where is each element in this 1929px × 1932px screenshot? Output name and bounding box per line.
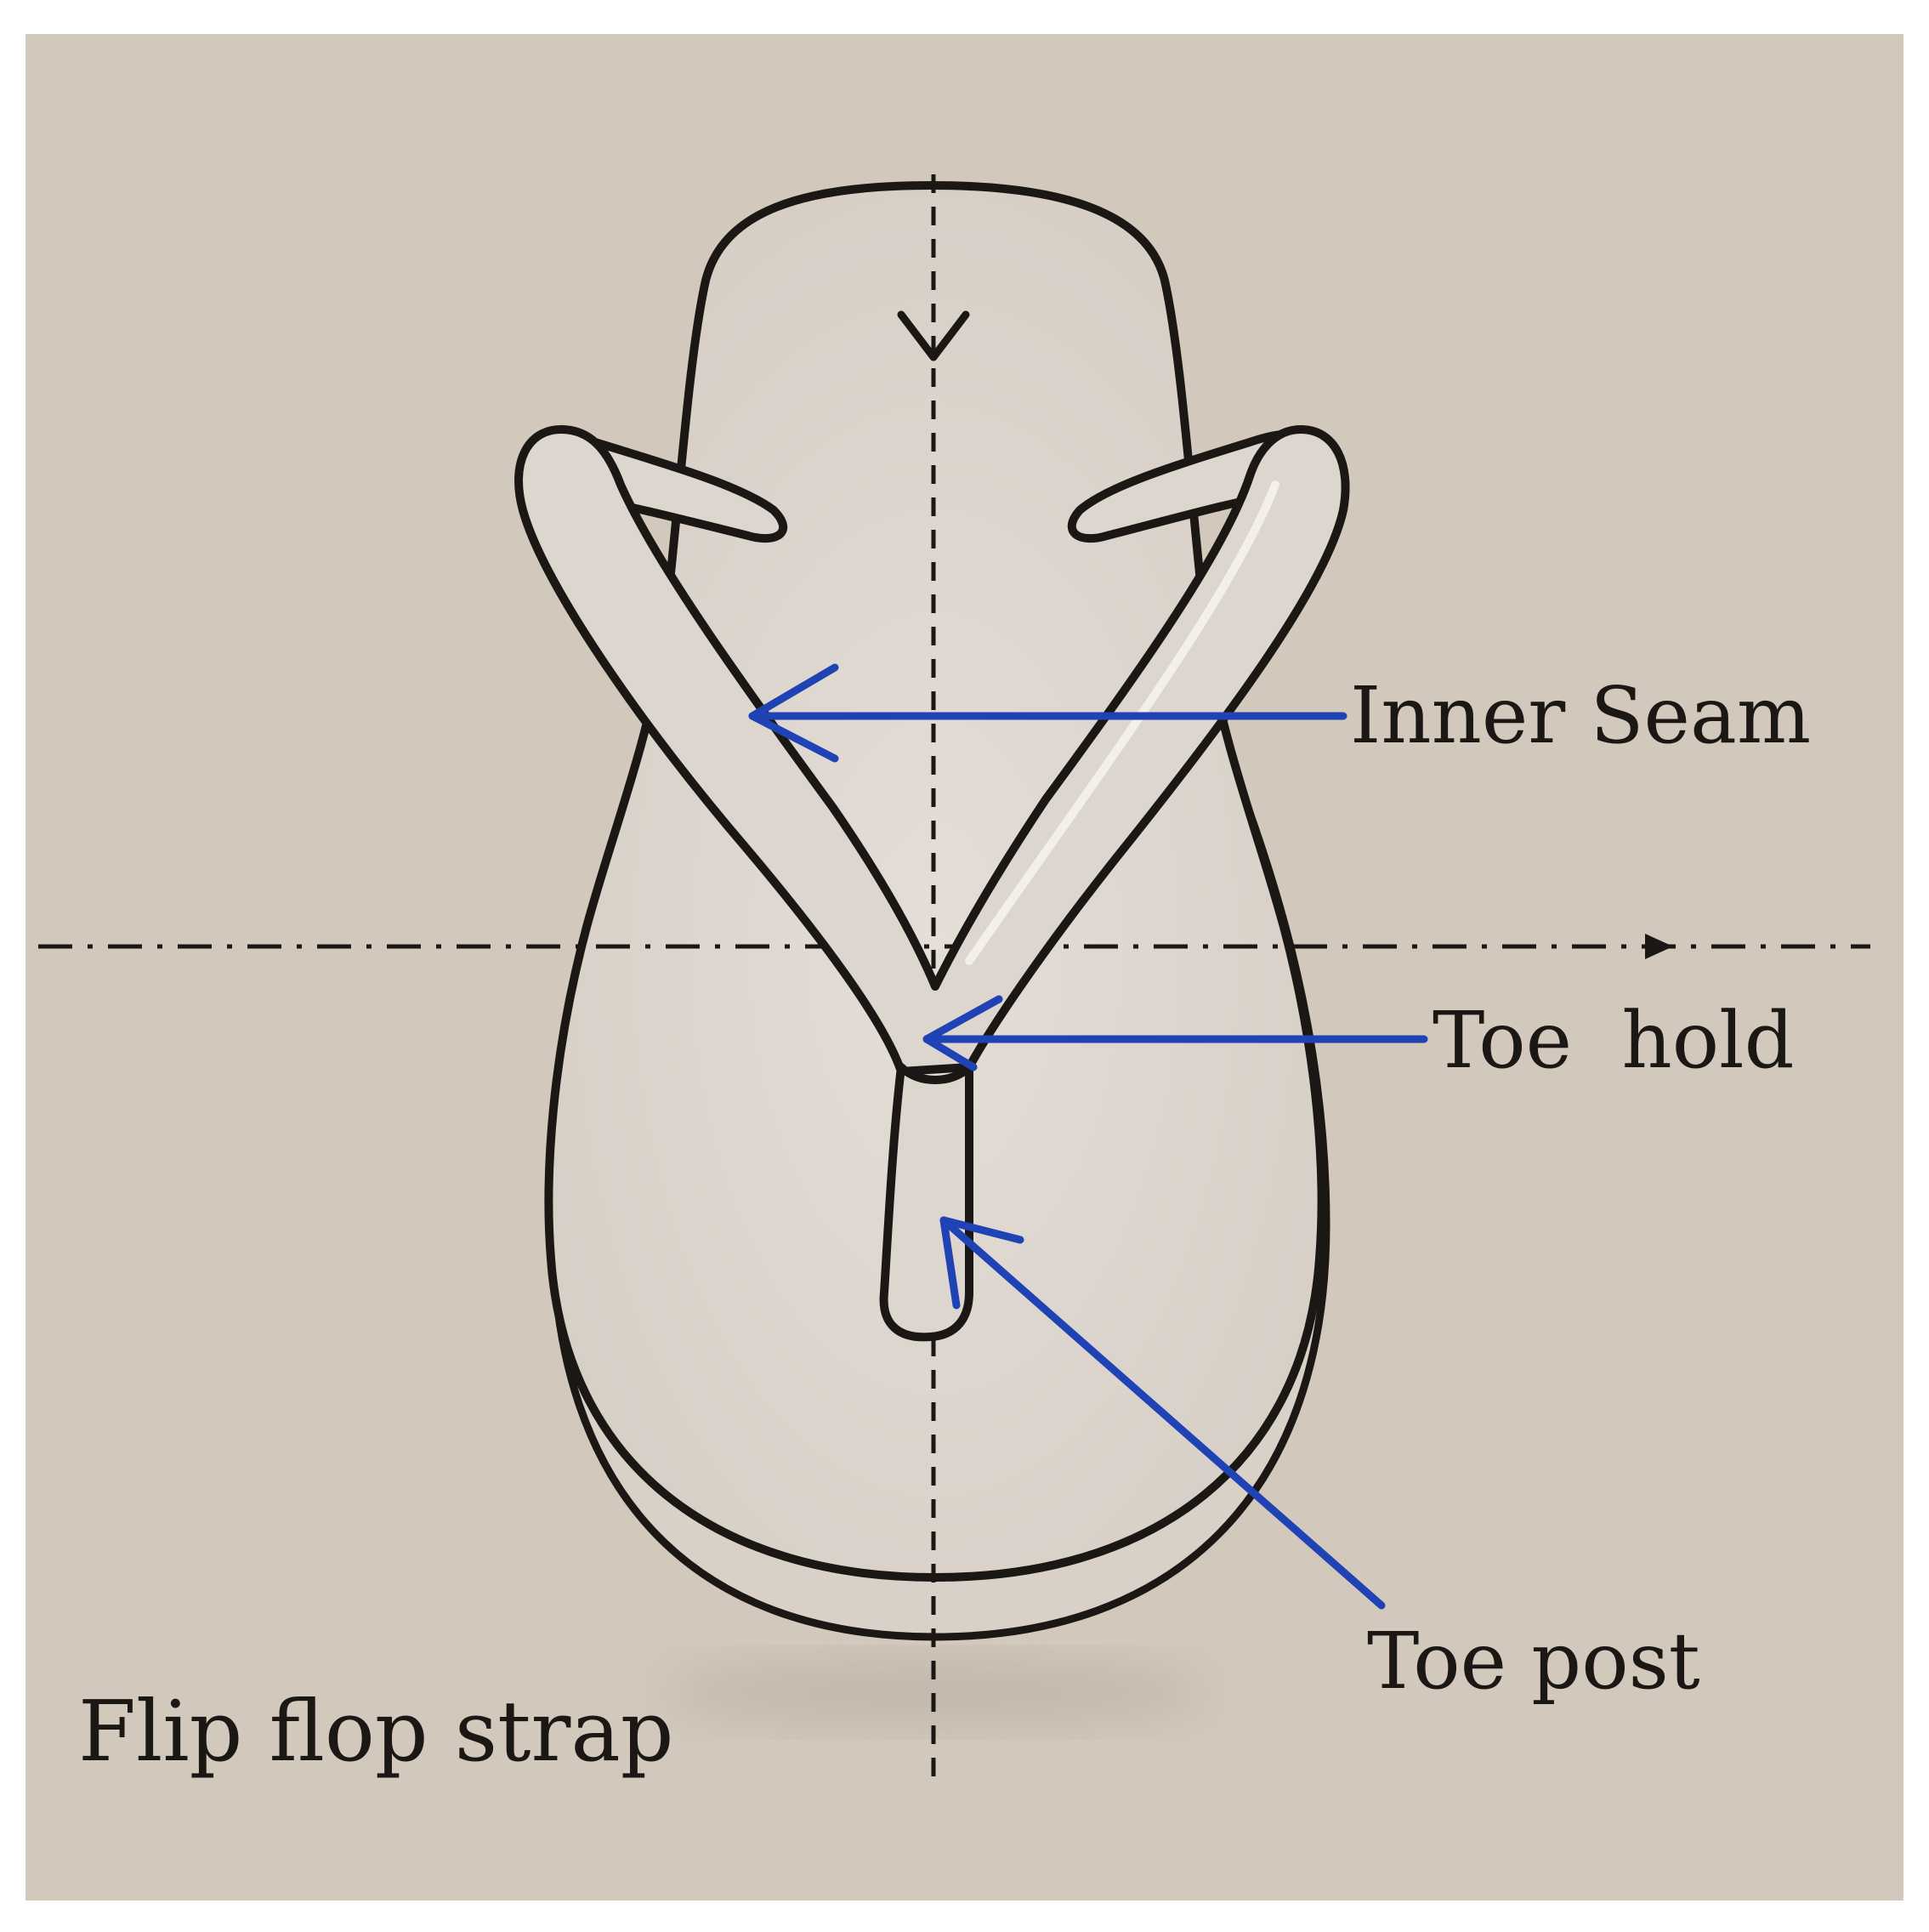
horizontal-axis-arrowhead	[1645, 934, 1673, 959]
inner-seam-label: Inner Seam	[1350, 670, 1811, 761]
toe-post-label: Toe post	[1367, 1616, 1700, 1707]
diagram-title: Flip flop strap	[78, 1684, 674, 1781]
toe-hold-label: Toe hold	[1433, 995, 1795, 1086]
toe-post-arrow	[939, 1216, 1386, 1610]
v-strap	[514, 425, 1350, 1076]
inner-seam-arrow	[748, 663, 1347, 763]
y-axis-arrowhead	[897, 310, 970, 361]
sandal-shadow	[663, 1658, 1207, 1726]
strap-highlight	[965, 480, 1279, 965]
toe-hold-arrow	[922, 995, 1428, 1071]
